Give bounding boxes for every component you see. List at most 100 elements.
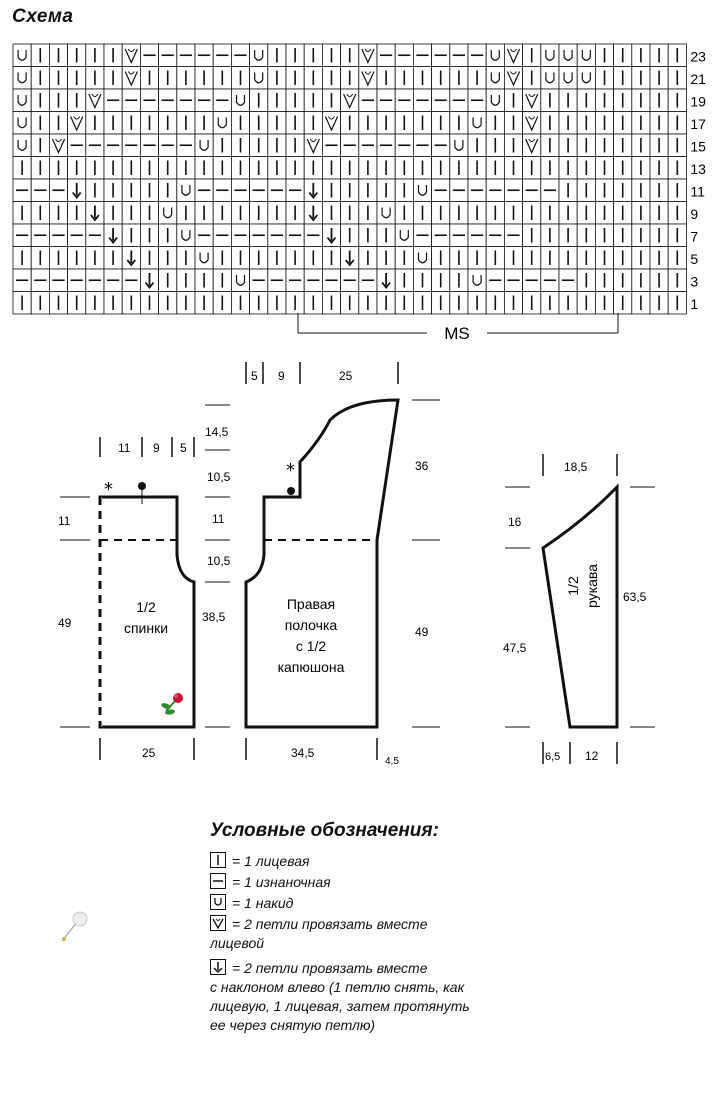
sleeve-label-line2: рукава — [584, 564, 600, 608]
chart-cell — [667, 156, 687, 180]
back-right-height-3: 11 — [212, 512, 225, 526]
row-number: 3 — [690, 274, 698, 290]
chart-cell — [503, 66, 523, 90]
chart-cell — [285, 133, 305, 157]
chart-cell — [376, 291, 396, 315]
repeat-bracket: MS — [297, 313, 619, 343]
chart-cell — [67, 291, 87, 315]
row-number: 11 — [690, 184, 705, 200]
k2tog-icon — [210, 915, 226, 931]
front-top-width-2: 9 — [278, 369, 285, 383]
chart-cell — [103, 133, 123, 157]
chart-cell — [158, 133, 178, 157]
chart-cell — [194, 268, 214, 292]
chart-cell — [176, 111, 196, 135]
front-label-line2: полочка — [285, 617, 338, 633]
chart-cell — [267, 66, 287, 90]
chart-cell — [303, 268, 323, 292]
chart-cell — [249, 291, 269, 315]
back-top-width-1: 11 — [118, 441, 131, 455]
chart-cell — [249, 246, 269, 270]
front-top-width-1: 5 — [251, 369, 258, 383]
chart-cell — [467, 291, 487, 315]
back-left-height-1: 11 — [58, 514, 71, 528]
chart-cell — [303, 291, 323, 315]
chart-cell — [49, 291, 69, 315]
row-number: 19 — [690, 94, 706, 110]
chart-cell — [85, 201, 105, 225]
chart-cell — [158, 291, 178, 315]
back-right-height-2: 10,5 — [207, 470, 231, 484]
chart-cell — [158, 156, 178, 180]
chart-cell — [285, 156, 305, 180]
dot-marker — [138, 482, 146, 490]
chart-cell — [376, 268, 396, 292]
star-marker-front: * — [286, 460, 295, 481]
front-label-line1: Правая — [287, 596, 335, 612]
chart-cell — [30, 66, 50, 90]
chart-cell — [667, 268, 687, 292]
chart-cell — [212, 291, 232, 315]
chart-grid — [12, 43, 687, 315]
sleeve-bottom-width-2: 12 — [585, 749, 599, 763]
front-bottom-width: 34,5 — [291, 746, 315, 760]
chart-cell — [631, 268, 651, 292]
row-number: 5 — [690, 251, 698, 267]
chart-cell — [649, 268, 669, 292]
chart-cell — [558, 246, 578, 270]
row-number: 15 — [690, 139, 706, 155]
back-left-height-2: 49 — [58, 616, 72, 630]
chart-cell — [613, 43, 633, 67]
sleeve-label-line1: 1/2 — [565, 576, 581, 596]
chart-cell — [176, 133, 196, 157]
sleeve-bottom-width-1: 6,5 — [545, 751, 560, 763]
chart-cell — [449, 43, 469, 67]
repeat-label: MS — [444, 324, 470, 343]
chart-cell — [12, 66, 32, 90]
back-top-width-2: 9 — [153, 441, 160, 455]
chart-cell — [158, 201, 178, 225]
chart-cell — [394, 201, 414, 225]
chart-cell — [49, 88, 69, 112]
chart-cell — [667, 133, 687, 157]
back-label-line1: 1/2 — [136, 599, 156, 615]
chart-cell — [649, 246, 669, 270]
chart-cell — [631, 291, 651, 315]
chart-cell — [576, 111, 596, 135]
dandelion-decoration — [61, 911, 88, 942]
rose-icon — [161, 693, 183, 715]
chart-cell — [303, 223, 323, 247]
chart-cell — [12, 201, 32, 225]
chart-cell — [667, 291, 687, 315]
chart-cell — [412, 223, 432, 247]
chart-cell — [30, 268, 50, 292]
back-piece: * 11 9 5 11 49 14,5 10,5 11 10,5 38,5 25… — [58, 404, 231, 760]
front-label-line4: капюшона — [278, 659, 345, 675]
chart-cell — [249, 178, 269, 202]
purl-stitch-icon — [210, 873, 226, 889]
chart-cell — [121, 43, 141, 67]
chart-cell — [485, 178, 505, 202]
row-number: 7 — [690, 229, 698, 245]
star-marker: * — [104, 479, 113, 500]
ssk-icon — [210, 959, 226, 975]
chart-cell — [613, 88, 633, 112]
yarnover-icon — [210, 894, 226, 910]
chart-cell — [595, 246, 615, 270]
chart-cell — [285, 291, 305, 315]
chart-cell — [267, 223, 287, 247]
chart-cell — [576, 291, 596, 315]
chart-cell — [321, 43, 341, 67]
chart-cell — [67, 201, 87, 225]
chart-cell — [558, 291, 578, 315]
chart-title: Схема — [12, 6, 74, 27]
back-top-width-3: 5 — [180, 441, 187, 455]
chart-cell — [12, 268, 32, 292]
sleeve-top-width: 18,5 — [564, 460, 588, 474]
front-piece: * 5 9 25 36 49 34,5 4,5 Правая полочка с… — [244, 362, 440, 767]
chart-cell — [503, 201, 523, 225]
chart-cell — [67, 156, 87, 180]
chart-cell — [412, 268, 432, 292]
chart-cell — [176, 268, 196, 292]
